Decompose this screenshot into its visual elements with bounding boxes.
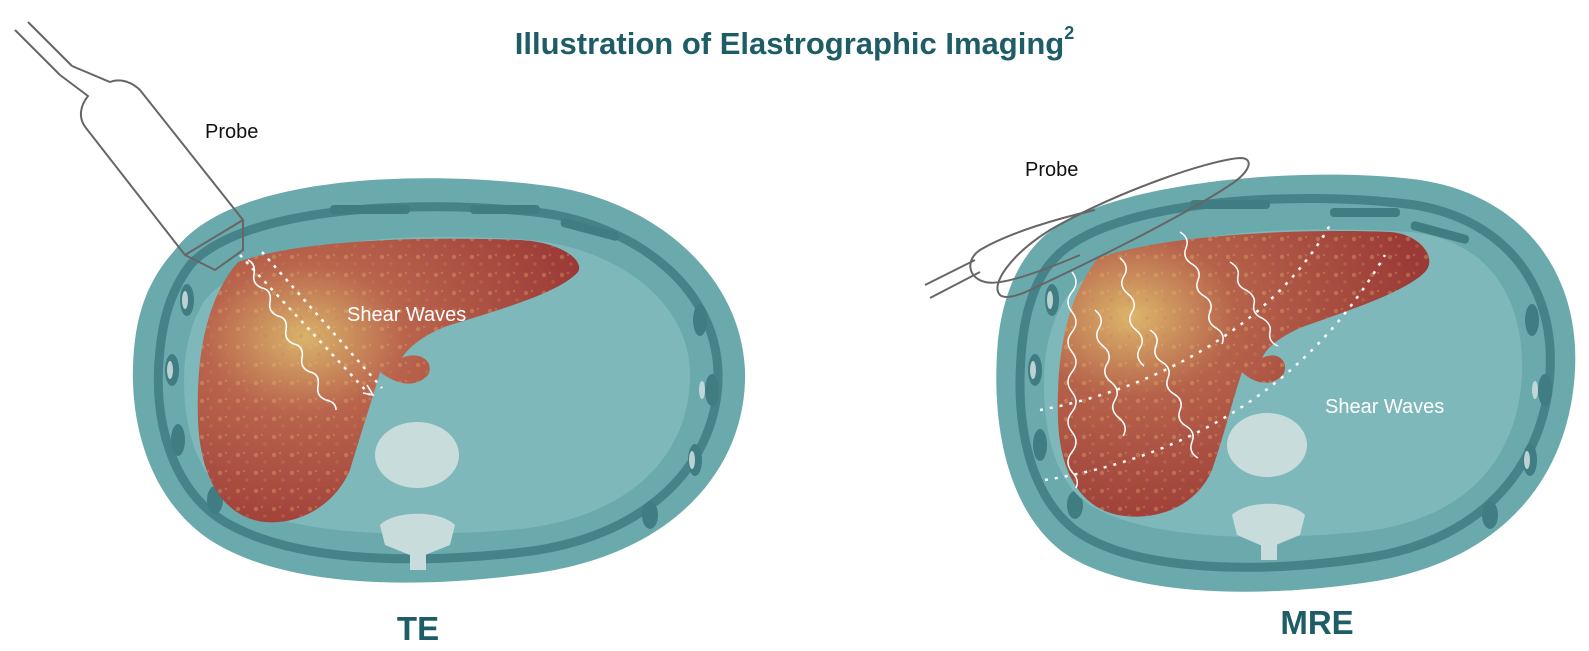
- mre-caption: MRE: [1280, 604, 1353, 641]
- mre-panel: Probe Shear Waves MRE: [925, 158, 1575, 641]
- te-shear-waves-label: Shear Waves: [347, 304, 466, 326]
- te-caption: TE: [397, 610, 439, 647]
- mre-shear-waves-label: Shear Waves: [1325, 396, 1444, 418]
- te-probe-label: Probe: [205, 121, 258, 143]
- mre-probe-label: Probe: [1025, 159, 1078, 181]
- te-panel: Probe Shear Waves TE: [15, 22, 745, 647]
